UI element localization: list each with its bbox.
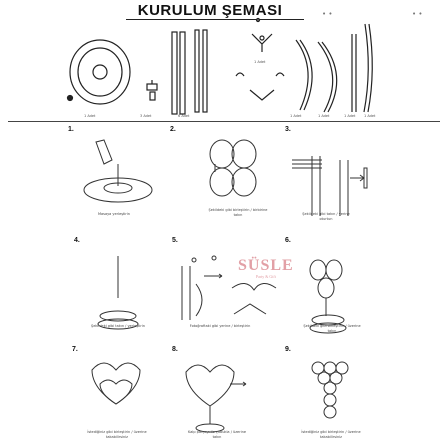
step-8-number: 8. xyxy=(172,346,178,353)
row-1-illustrations xyxy=(83,139,368,216)
step-1-caption: Masaya yerleştirin xyxy=(97,212,131,216)
step-5-caption: Fotoğraftaki gibi yerine / birleştirin xyxy=(189,324,251,328)
part-label-rods: 6 Adet xyxy=(178,114,190,118)
step-6-caption: Şekildeki gibi birleştirin / üzerine tak… xyxy=(303,324,361,333)
brand-logo: SÜSLE Party & Gift xyxy=(238,257,294,280)
step-9-caption: İstediğiniz gibi birleştirin / üzerine t… xyxy=(301,430,361,439)
section-divider xyxy=(8,121,440,122)
step-8-caption: Kalp parçayı ile çubukla / üzerine takın xyxy=(188,430,246,439)
curve-part-2-icon xyxy=(317,41,334,113)
part-label-curve-1: 1 Adet xyxy=(290,114,302,118)
step-4-number: 4. xyxy=(74,237,80,244)
page-title: KURULUM ŞEMASI xyxy=(137,2,283,19)
row-3-illustrations xyxy=(91,361,349,433)
part-label-small: 3 Adet xyxy=(140,114,152,118)
header-dots: • • xyxy=(322,10,333,18)
small-part-icon xyxy=(146,83,158,91)
header-dots-right: • • xyxy=(412,10,423,18)
curve-part-1-icon xyxy=(295,39,309,111)
brand-logo-tagline: Party & Gift xyxy=(255,274,276,279)
parts-illustration xyxy=(66,17,373,115)
row-2-illustrations xyxy=(97,255,347,334)
ring-plate-icon xyxy=(69,39,131,105)
step-3-number: 3. xyxy=(285,126,291,133)
step-7-number: 7. xyxy=(72,346,78,353)
step-9-number: 9. xyxy=(285,346,291,353)
part-label-curve-2: 1 Adet xyxy=(318,114,330,118)
title-underline xyxy=(126,19,304,20)
step-6-number: 6. xyxy=(285,237,291,244)
part-label-ring: 1 Adet xyxy=(84,114,96,118)
hook-rod-icon xyxy=(363,23,369,113)
connector-icon xyxy=(251,33,273,52)
part-label-connector: 1 Adet xyxy=(254,60,266,64)
brand-logo-name: SÜSLE xyxy=(238,257,294,274)
step-5-number: 5. xyxy=(172,237,178,244)
step-1-number: 1. xyxy=(68,126,74,133)
step-2-number: 2. xyxy=(170,126,176,133)
step-2-caption: Şekildeki gibi birleştirin / birbirine t… xyxy=(208,208,268,217)
part-label-hook: 1 Adet xyxy=(364,114,376,118)
bead-icon xyxy=(66,94,74,102)
step-3-caption: Şekildeki gibi takın / yerine oturtun xyxy=(302,212,350,221)
rod-pair-icon xyxy=(171,31,178,115)
step-4-caption: Şekildeki gibi takın / yerleştirin xyxy=(90,324,146,328)
step-7-caption: İstediğiniz gibi birleştirin / üzerine t… xyxy=(87,430,147,439)
part-label-long-rod: 1 Adet xyxy=(344,114,356,118)
